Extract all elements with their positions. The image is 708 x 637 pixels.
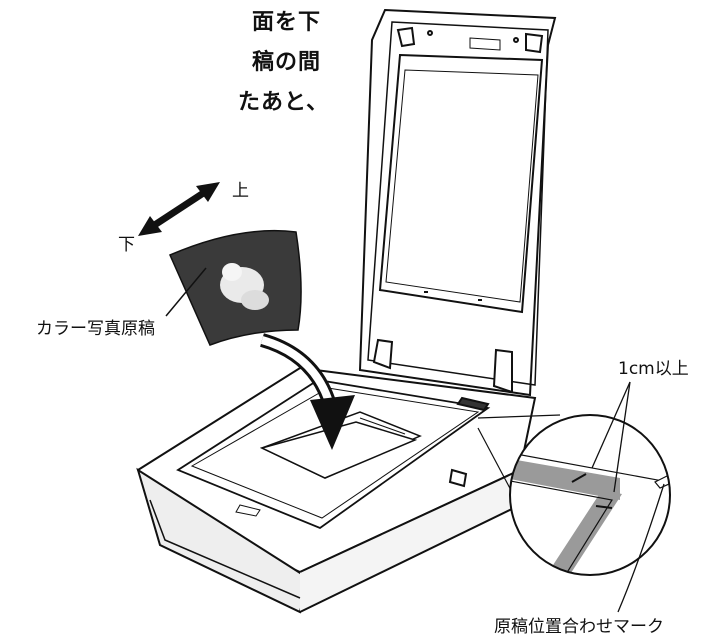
- margin-leader-right: [613, 381, 631, 493]
- margin-leader-left: [591, 381, 631, 469]
- scanner-lid: [358, 8, 557, 397]
- alignment-mark-label: 原稿位置合わせマーク: [494, 617, 664, 637]
- instruction-line-2: 稿の間: [252, 50, 322, 75]
- instruction-line-3: たあと、: [238, 90, 330, 115]
- color-photo-image: [169, 229, 302, 346]
- down-label: 下: [118, 235, 135, 255]
- magnified-inset: [477, 414, 671, 576]
- margin-label: 1cm以上: [618, 359, 689, 379]
- photo-leader-line: [165, 267, 207, 317]
- orientation-arrow: [138, 182, 220, 236]
- instruction-line-1: 面を下: [252, 10, 322, 35]
- color-photo-label: カラー写真原稿: [36, 319, 155, 339]
- up-label: 上: [232, 181, 249, 201]
- placement-arrow: [259, 333, 355, 450]
- mark-leader-line: [617, 483, 665, 613]
